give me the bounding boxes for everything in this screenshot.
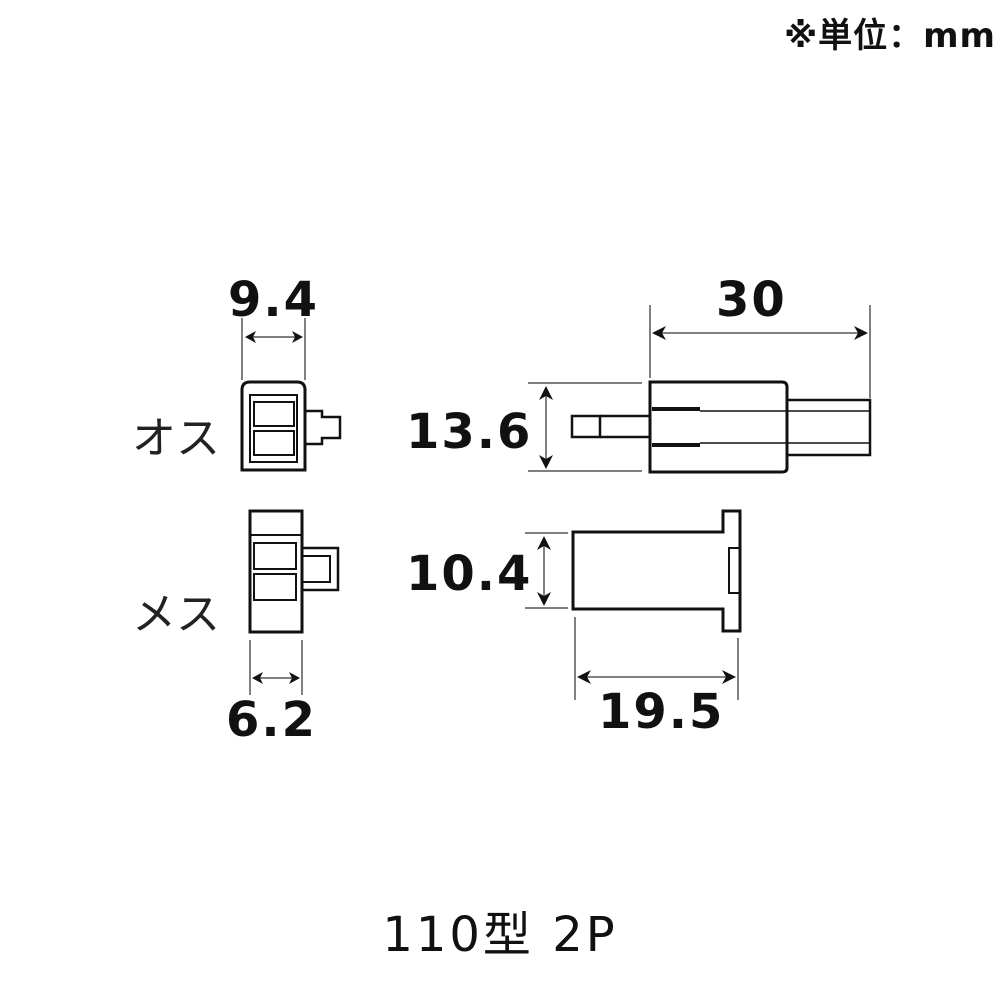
model-caption: 110型 2P [382,907,618,963]
female-length-dimension: 19.5 [598,684,725,740]
dimension-arrowheads [245,326,868,684]
male-front-view [240,380,342,472]
dimension-lines [241,305,871,700]
male-side-view [570,380,872,474]
female-front-view [248,509,340,634]
male-height-dimension: 13.6 [406,404,533,460]
female-height-dimension: 10.4 [406,546,533,602]
male-label: オス [132,413,220,464]
female-width-dimension: 6.2 [226,692,318,748]
female-side-view [571,509,742,633]
male-length-dimension: 30 [716,272,787,328]
male-width-dimension: 9.4 [228,272,320,328]
unit-note: ※単位：mm [784,16,996,56]
female-label: メス [132,589,220,640]
